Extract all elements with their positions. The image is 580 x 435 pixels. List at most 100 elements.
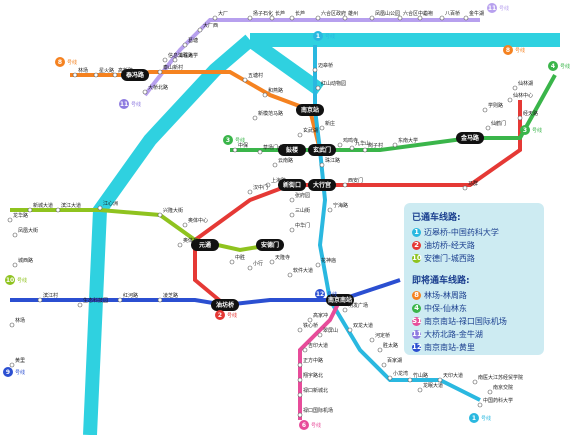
station-label: 天印大道 — [443, 372, 463, 379]
station-marker — [437, 377, 443, 383]
svg-text:1: 1 — [316, 33, 320, 40]
svg-text:号线: 号线 — [515, 47, 525, 54]
river — [83, 33, 560, 435]
station-marker — [327, 207, 333, 213]
line-color-dot: 4 — [412, 304, 421, 313]
svg-text:3: 3 — [226, 137, 230, 144]
interchange-hub: 泰冯路 — [121, 69, 149, 81]
svg-text:油坊桥: 油坊桥 — [216, 301, 235, 309]
station-label: 新庄 — [325, 120, 335, 127]
station-marker — [319, 162, 325, 168]
station-marker — [37, 297, 43, 303]
station-label: 迈皋桥 — [318, 62, 333, 69]
station-label: 吉印大道 — [308, 342, 328, 349]
station-marker — [157, 297, 163, 303]
station-marker — [477, 402, 483, 408]
station-label: 禄口新城北 — [303, 387, 328, 394]
interchange-hubs: 泰冯路南京站鼓楼玄武门新街口大行宫金马路元通安德门油坊桥南京南站 — [121, 69, 484, 311]
station-label: 正方中路 — [303, 357, 323, 364]
station-marker — [272, 162, 278, 168]
station-label: 草场门大学城 — [263, 144, 293, 151]
station-marker — [417, 15, 423, 21]
svg-text:号线: 号线 — [17, 277, 27, 284]
station-label: 奥体东 — [183, 237, 198, 244]
line-color-dot: 2 — [412, 241, 421, 250]
station-label: 铁心桥 — [303, 322, 318, 329]
station-marker — [232, 147, 238, 153]
station-marker — [377, 347, 383, 353]
station-label: 长芦 — [295, 10, 305, 17]
svg-text:元通: 元通 — [199, 241, 211, 249]
line-color-dot: 1 — [412, 228, 421, 237]
station-marker — [289, 227, 295, 233]
station-marker — [349, 145, 355, 151]
station-marker — [337, 142, 343, 148]
station-label: 云南路 — [278, 157, 293, 164]
svg-text:号线: 号线 — [327, 291, 337, 298]
station-marker — [463, 15, 469, 21]
station-marker — [9, 362, 15, 368]
svg-text:号线: 号线 — [235, 137, 245, 144]
station-label: 鸡鸣寺 — [343, 137, 358, 144]
station-marker — [212, 15, 218, 21]
station-label: 龙袍 — [423, 10, 433, 17]
interchange-hub: 金马路 — [456, 132, 484, 144]
line-color-dot: 8 — [412, 291, 421, 300]
station-marker — [319, 125, 325, 131]
station-label: 中华门 — [295, 222, 310, 229]
station-marker — [289, 197, 295, 203]
station-marker — [287, 272, 293, 278]
station-label: 和燕路 — [268, 87, 283, 94]
svg-text:11: 11 — [120, 101, 128, 108]
station-marker — [397, 15, 403, 21]
station-marker — [369, 337, 375, 343]
station-marker — [312, 67, 318, 73]
interchange-hub: 鼓楼 — [278, 144, 306, 156]
station-label: 大厂西 — [203, 22, 218, 29]
station-marker — [72, 72, 78, 78]
station-label: 大桥北路 — [148, 84, 168, 91]
station-label: 西安门 — [348, 177, 363, 184]
station-marker — [485, 125, 491, 131]
station-label: 小龙湾 — [393, 370, 408, 377]
station-label: 大厂 — [218, 10, 228, 17]
station-label: 中国药科大学 — [483, 397, 513, 404]
svg-text:南京南站: 南京南站 — [328, 296, 352, 304]
line-color-dot: 11 — [412, 330, 422, 339]
station-marker — [297, 392, 303, 398]
station-label: 翠屏山 — [323, 327, 338, 334]
station-marker — [112, 72, 118, 78]
station-marker — [257, 149, 263, 155]
interchange-hub: 新街口 — [278, 179, 306, 191]
station-marker — [342, 182, 348, 188]
station-label: 张府园 — [295, 192, 310, 199]
station-marker — [252, 115, 258, 121]
station-label: 珠江路 — [325, 157, 340, 164]
station-marker — [512, 85, 518, 91]
line-color-dot: 12 — [412, 343, 422, 352]
station-label: 雄州 — [348, 10, 358, 17]
station-label: 泰山新村 — [163, 64, 183, 71]
station-label: 上海路 — [271, 177, 286, 184]
station-marker — [157, 212, 163, 218]
station-marker — [182, 222, 188, 228]
station-marker — [472, 379, 478, 385]
station-label: 双龙大道 — [353, 322, 373, 329]
svg-text:10: 10 — [6, 277, 14, 284]
station-marker — [162, 57, 168, 63]
station-marker — [265, 182, 271, 188]
station-label: 六合区政府 — [321, 10, 346, 17]
